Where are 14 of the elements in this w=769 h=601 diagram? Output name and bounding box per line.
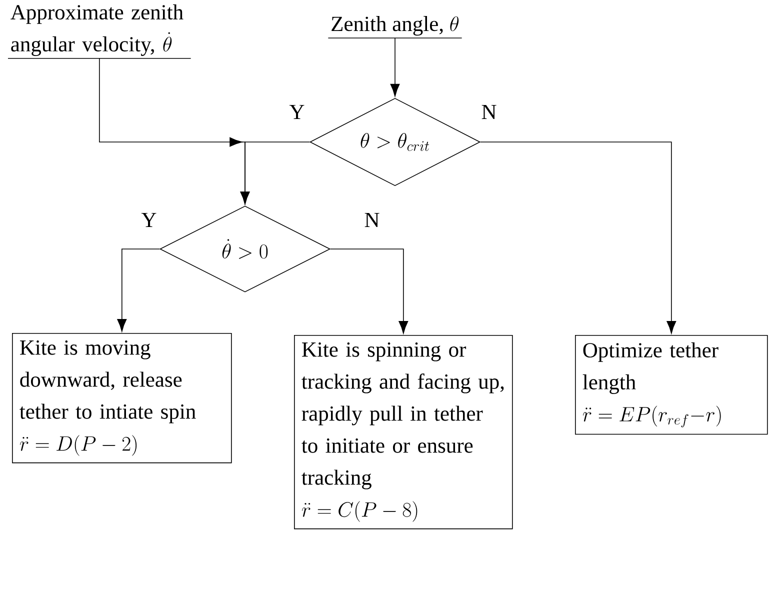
edge-label: Y [288,104,306,120]
arrow [117,248,160,332]
input-label: Approximate zenith angular velocity, $\dot{\theta}$ [8,4,192,59]
input-label: Zenith angle, $\theta$ [328,16,462,38]
edge-label: N [480,104,498,120]
process-box: Kite is moving downward, release tether to intiate spin $\ddot{r} = D(P-2)$ [12,333,232,464]
arrow [480,142,676,334]
edge-label: Y [140,212,158,228]
arrow [240,142,310,204]
process-box: Optimize tether length $\ddot{r} = EP(r_{ref}{-}r)$ [575,335,768,435]
arrow [330,248,408,334]
arrow [390,38,400,96]
edge-label: N [363,212,381,228]
process-box: Kite is spinning or tracking and facing up, rapidly pull in tether to initiate or ensure tracking $\ddot{r} = C(P-8)$ [294,335,513,530]
